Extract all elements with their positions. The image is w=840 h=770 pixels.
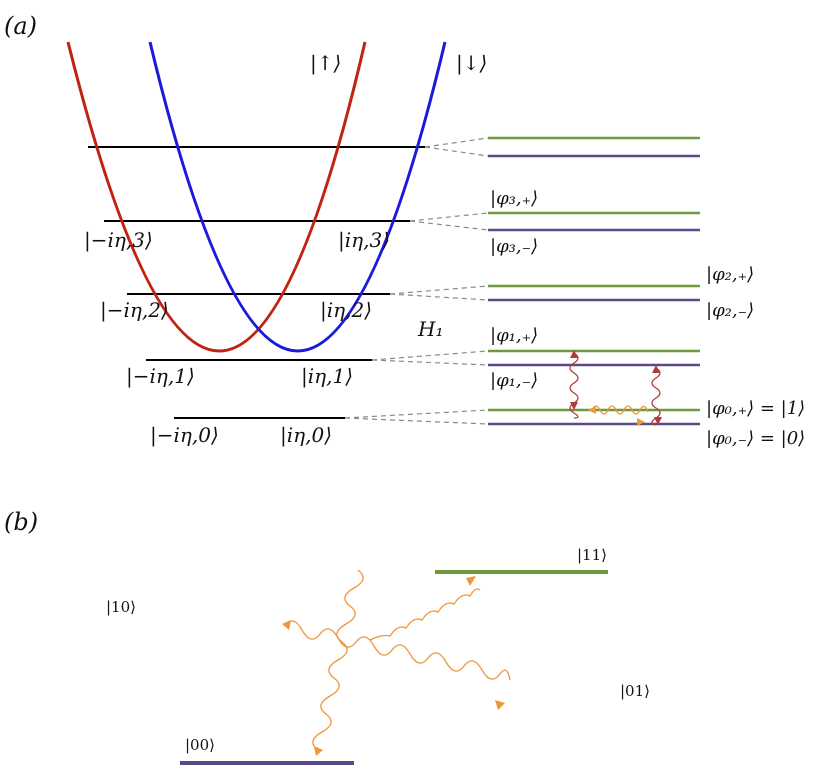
dressed-state-3-plus: |φ₃,₊⟩ <box>490 188 538 209</box>
right-state-3: |iη,3⟩ <box>338 228 390 253</box>
right-state-1: |iη,1⟩ <box>301 364 353 389</box>
spin-up-label: |↑⟩ <box>310 51 341 76</box>
state-10-label: |10⟩ <box>106 598 136 616</box>
left-state-3: |−iη,3⟩ <box>84 228 153 253</box>
dressed-state-2-minus: |φ₂,₋⟩ <box>706 300 754 321</box>
state-01-label: |01⟩ <box>620 682 650 700</box>
dressed-state-1-plus: |φ₁,₊⟩ <box>490 325 538 346</box>
left-state-1: |−iη,1⟩ <box>126 364 195 389</box>
dressed-levels <box>488 136 700 426</box>
spin-down-parabola <box>148 41 447 353</box>
phonon-transitions <box>569 350 662 426</box>
right-state-0: |iη,0⟩ <box>280 423 332 448</box>
left-state-2: |−iη,2⟩ <box>100 298 169 323</box>
dressed-state-3-minus: |φ₃,₋⟩ <box>490 236 538 257</box>
photon-transitions-b <box>282 569 511 756</box>
panel-a-label: (a) <box>4 12 37 40</box>
dressed-state-2-plus: |φ₂,₊⟩ <box>706 264 754 285</box>
state-11-label: |11⟩ <box>577 546 607 564</box>
dressed-state-0-minus: |φ₀,₋⟩ = |0⟩ <box>706 428 805 449</box>
harmonic-levels <box>88 146 425 419</box>
right-state-2: |iη,2⟩ <box>320 298 372 323</box>
hamiltonian-label: H₁ <box>417 317 443 341</box>
state-00-label: |00⟩ <box>185 736 215 754</box>
left-state-0: |−iη,0⟩ <box>150 423 219 448</box>
dressed-state-1-minus: |φ₁,₋⟩ <box>490 370 538 391</box>
spin-up-parabola <box>66 41 367 353</box>
photon-transition-a <box>588 405 649 426</box>
spin-down-label: |↓⟩ <box>456 51 487 76</box>
dashed-connectors <box>344 137 489 425</box>
dressed-state-0-plus: |φ₀,₊⟩ = |1⟩ <box>706 398 805 419</box>
panel-b-label: (b) <box>4 508 38 536</box>
